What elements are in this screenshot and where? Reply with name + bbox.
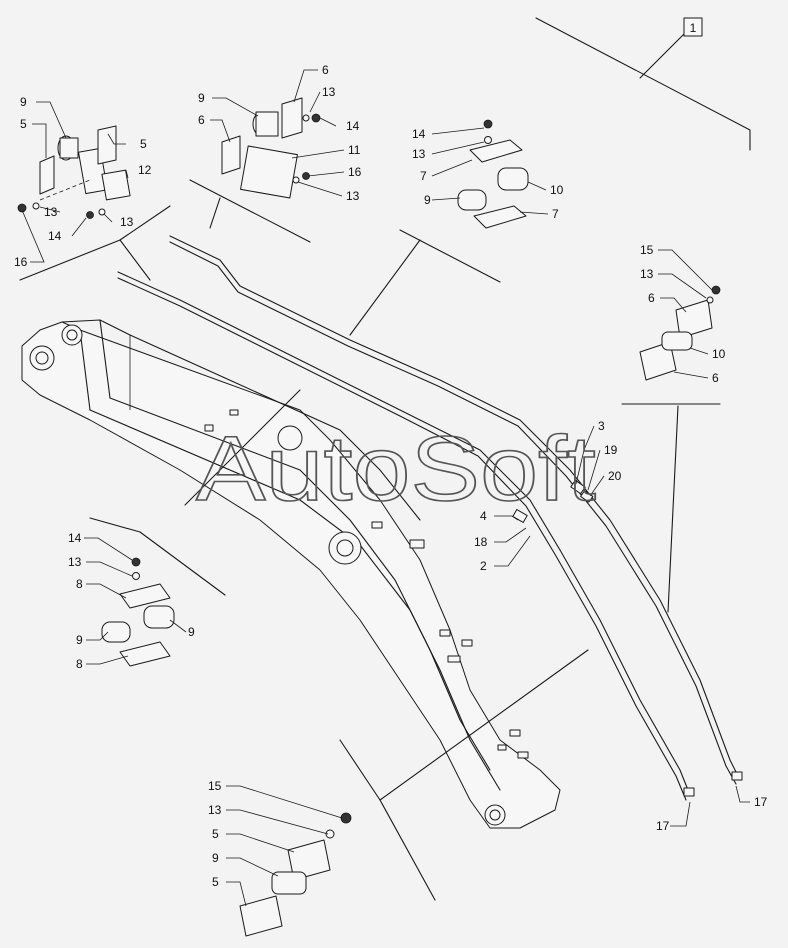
callout-8: 8 [76,657,83,671]
callout-9: 9 [188,625,195,639]
callout-17: 17 [656,819,670,833]
clamp-assembly-left-middle [101,557,175,667]
watermark: AutoSoft [196,418,596,520]
callout-9: 9 [20,95,27,109]
callout-3: 3 [598,419,605,433]
callout-numbers: 9 5 5 12 13 13 14 16 9 6 13 14 11 16 13 … [14,63,768,889]
callout-4: 4 [480,509,487,523]
callout-6: 6 [648,291,655,305]
callout-14: 14 [346,119,360,133]
callout-16: 16 [14,255,28,269]
callout-5: 5 [212,875,219,889]
callout-14: 14 [68,531,82,545]
callout-19: 19 [604,443,618,457]
callout-5: 5 [20,117,27,131]
callout-10: 10 [712,347,726,361]
clamp-assembly-bottom [239,812,352,937]
callout-13: 13 [412,147,426,161]
callout-5: 5 [140,137,147,151]
callout-9: 9 [212,851,219,865]
callout-5: 5 [212,827,219,841]
callout-14: 14 [412,127,426,141]
callout-9: 9 [198,91,205,105]
callout-6: 6 [198,113,205,127]
callout-13: 13 [44,205,58,219]
clamp-assembly-top-left [17,125,131,219]
reference-badge: 1 [683,17,703,37]
callout-15: 15 [208,779,222,793]
callout-6: 6 [322,63,329,77]
callout-13: 13 [68,555,82,569]
callout-18: 18 [474,535,488,549]
callout-13: 13 [640,267,654,281]
clamp-assembly-top-middle [221,97,321,199]
hydraulic-lines [117,235,743,801]
callout-9: 9 [424,193,431,207]
callout-13: 13 [346,189,360,203]
leader-lines [19,17,751,901]
badge-number: 1 [690,21,697,35]
callout-10: 10 [550,183,564,197]
callout-20: 20 [608,469,622,483]
callout-16: 16 [348,165,362,179]
callout-9: 9 [76,633,83,647]
callout-12: 12 [138,163,152,177]
callout-13: 13 [120,215,134,229]
callout-6: 6 [712,371,719,385]
callout-13: 13 [208,803,222,817]
excavator-boom [21,319,561,829]
callout-7: 7 [552,207,559,221]
callout-15: 15 [640,243,654,257]
callout-14: 14 [48,229,62,243]
callout-17: 17 [754,795,768,809]
callout-7: 7 [420,169,427,183]
callout-2: 2 [480,559,487,573]
callout-11: 11 [348,143,361,157]
callout-8: 8 [76,577,83,591]
clamp-assembly-right [639,285,721,381]
label-leaders [21,69,750,907]
clamp-assembly-top-right [457,119,529,229]
callout-13: 13 [322,85,336,99]
